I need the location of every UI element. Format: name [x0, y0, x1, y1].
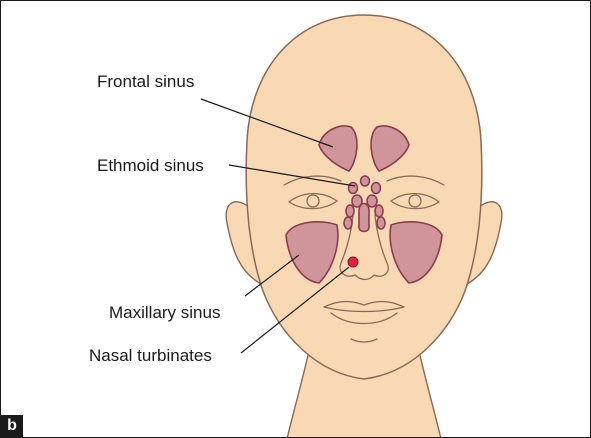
frontal-sinus-label: Frontal sinus	[97, 72, 194, 91]
panel-label: b	[1, 415, 23, 437]
nasal-turbinate-marker	[348, 257, 358, 267]
head-outline	[246, 15, 482, 379]
labels: Frontal sinus Ethmoid sinus Maxillary si…	[89, 72, 220, 365]
maxillary-sinus-label: Maxillary sinus	[109, 303, 220, 322]
ethmoid-sinus-label: Ethmoid sinus	[97, 156, 204, 175]
nasal-turbinates-label: Nasal turbinates	[89, 346, 212, 365]
